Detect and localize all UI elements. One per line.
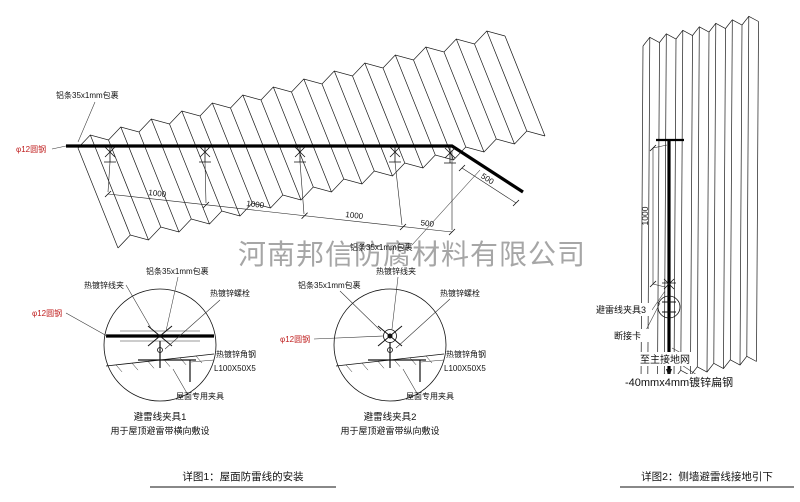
lightning-conductor-wire <box>66 144 524 194</box>
caption2-text: 详图2：侧墙避雷线接地引下 <box>641 470 773 483</box>
down-conductor-arrow <box>666 369 672 377</box>
wall-label-clamp3: 避雷线夹具3 <box>596 304 646 315</box>
wall-label-disconnect: 断接卡 <box>614 330 641 341</box>
detail1-subtitle: 用于屋顶避雷带横向敷设 <box>110 425 209 436</box>
wall-dimension: 1000 <box>640 144 668 288</box>
detail2-label-rod: φ12圆钢 <box>280 334 310 344</box>
detail1-label-wrap: 铝条35x1mm包裹 <box>146 266 209 276</box>
corrugated-wall-sheet <box>640 15 759 387</box>
detail1-title: 避雷线夹具1 <box>134 411 187 423</box>
detail2-label-angle: 热镀锌角钢 <box>446 349 486 359</box>
roof-label-aluminum-wrap-top: 铝条35x1mm包裹 <box>56 90 119 100</box>
detail1-label-angle-size: L100X50X5 <box>214 364 256 373</box>
detail1-label-rod: φ12圆钢 <box>32 308 62 318</box>
dim-label-1000-c: 1000 <box>345 210 364 221</box>
detail-view-clamp2: 铝条35x1mm包裹 热镀锌线夹 热镀锌螺栓 φ12圆钢 热镀锌角钢 L100X… <box>280 266 486 436</box>
detail1-label-angle: 热镀锌角钢 <box>216 349 256 359</box>
detail2-callouts: 铝条35x1mm包裹 热镀锌线夹 热镀锌螺栓 φ12圆钢 热镀锌角钢 L100X… <box>280 266 486 401</box>
wall-dim-label-1000: 1000 <box>640 206 650 225</box>
roof-dimension-lines: 1000 1000 1000 500 500 <box>104 150 520 236</box>
detail1-circle <box>103 288 217 402</box>
roof-isometric-view: 1000 1000 1000 500 500 铝条35x1mm包裹 φ12圆钢 … <box>16 30 546 252</box>
corrugated-roof-sheet <box>77 30 546 249</box>
dim-label-1000-b: 1000 <box>246 199 265 210</box>
dim-label-1000-a: 1000 <box>148 188 167 199</box>
wall-elevation-view: 1000 避雷线夹具3 断接卡 至主接地网 -40mmx4mm镀锌扁钢 <box>592 15 759 389</box>
detail2-label-bolt: 热镀锌螺栓 <box>440 288 480 298</box>
detail2-label-fixture: 屋面专用夹具 <box>406 391 454 401</box>
caption1-text: 详图1：屋面防雷线的安装 <box>182 470 304 483</box>
wall-clamp-mark <box>662 278 676 290</box>
detail1-callouts: 热镀锌线夹 铝条35x1mm包裹 热镀锌螺栓 φ12圆钢 热镀锌角钢 L100X… <box>32 266 256 401</box>
roof-callouts: 铝条35x1mm包裹 φ12圆钢 铝条35x1mm包裹 <box>16 90 481 252</box>
wall-callouts: 避雷线夹具3 断接卡 至主接地网 -40mmx4mm镀锌扁钢 <box>592 290 750 389</box>
detail1-internals <box>105 325 215 382</box>
detail2-label-wrap: 铝条35x1mm包裹 <box>298 280 361 290</box>
detail2-circle <box>333 288 447 402</box>
roof-label-aluminum-wrap-bottom: 铝条35x1mm包裹 <box>350 242 413 252</box>
detail1-label-fixture: 屋面专用夹具 <box>176 391 224 401</box>
company-watermark: 河南邦信防腐材料有限公司 <box>238 239 586 270</box>
disconnect-link-bars <box>662 301 676 313</box>
detail1-label-bolt: 热镀锌螺栓 <box>210 288 250 298</box>
detail-view-clamp1: 热镀锌线夹 铝条35x1mm包裹 热镀锌螺栓 φ12圆钢 热镀锌角钢 L100X… <box>32 266 256 436</box>
caption2-block: 详图2：侧墙避雷线接地引下 <box>620 470 794 488</box>
wall-label-flat-steel: -40mmx4mm镀锌扁钢 <box>625 375 733 389</box>
detail2-label-angle-size: L100X50X5 <box>444 364 486 373</box>
detail2-label-clip: 热镀锌线夹 <box>376 266 416 276</box>
detail2-internals <box>335 325 445 382</box>
detail2-subtitle: 用于屋顶避雷带纵向敷设 <box>340 425 439 436</box>
wall-label-ground: 至主接地网 <box>640 353 690 366</box>
wire-clamp-marks <box>103 145 457 164</box>
roof-label-round-steel: φ12圆钢 <box>16 144 46 154</box>
detail1-label-clip: 热镀锌线夹 <box>84 280 124 290</box>
dim-label-500: 500 <box>420 218 435 228</box>
caption1-block: 详图1：屋面防雷线的安装 <box>150 470 336 488</box>
detail2-title: 避雷线夹具2 <box>364 411 417 423</box>
